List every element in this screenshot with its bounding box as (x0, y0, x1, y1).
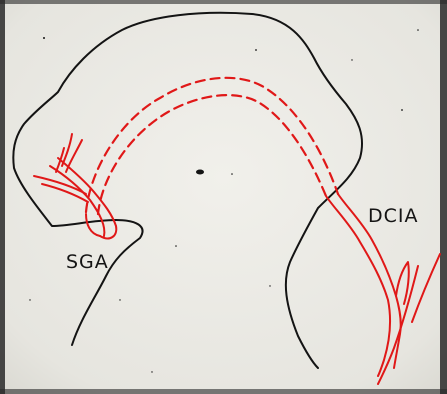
frame-edge-left (0, 0, 5, 394)
dcia-label: DCIA (368, 205, 419, 227)
frame-edge-bottom (0, 389, 447, 394)
frame-edge-right (440, 0, 447, 394)
frame-edge-top (0, 0, 447, 4)
sga-label: SGA (66, 251, 109, 273)
